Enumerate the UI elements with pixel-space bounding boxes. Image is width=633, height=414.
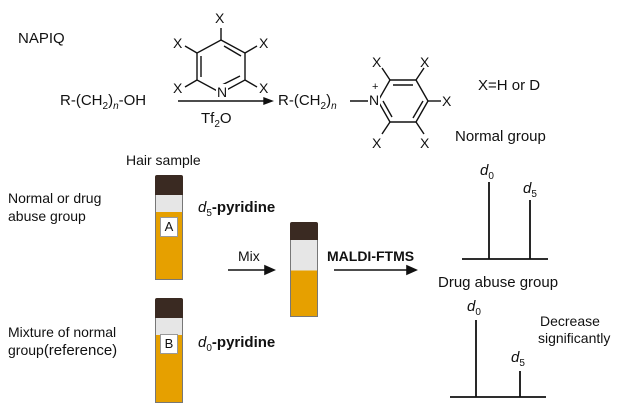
reagent-label: Tf2O: [201, 110, 232, 130]
vial-a-label: A: [160, 217, 178, 237]
ring-nitrogen: N: [216, 84, 229, 100]
substituent-x: X: [420, 54, 430, 70]
pyridinium-ring-product: [377, 67, 441, 135]
vial-cap: [290, 222, 318, 240]
normal-or-drug-label-2: abuse group: [8, 208, 86, 224]
substituent-x: X: [420, 135, 430, 151]
drug-d5-label: d5: [511, 349, 525, 369]
mixture-label-1: Mixture of normal: [8, 324, 117, 340]
substituent-x: X: [173, 35, 183, 51]
drug-abuse-group-label: Drug abuse group: [438, 274, 559, 291]
mixture-label-2: group(reference): [8, 342, 118, 359]
reactant-formula: R-(CH2)n-OH: [60, 92, 147, 112]
substituent-x: X: [442, 93, 452, 109]
x-note: X=H or D: [478, 77, 541, 94]
d5-pyridine-label: d5-pyridine: [198, 199, 276, 219]
mix-arrow: [228, 264, 276, 276]
substituent-x: X: [173, 80, 183, 96]
substituent-x: X: [259, 80, 269, 96]
drug-spectrum: [450, 320, 546, 398]
vial-mixed: [290, 222, 318, 318]
substituent-x: X: [215, 10, 225, 26]
mix-label: Mix: [238, 248, 260, 264]
cation-charge: +: [372, 81, 379, 93]
normal-d5-label: d5: [523, 180, 537, 200]
substituent-x: X: [372, 135, 382, 151]
vial-body: [155, 318, 183, 403]
maldi-ftms-label: MALDI-FTMS: [327, 248, 415, 264]
vial-body: [290, 240, 318, 317]
hair-sample-label: Hair sample: [126, 152, 201, 168]
substituent-x: X: [259, 35, 269, 51]
page-title: NAPIQ: [18, 30, 65, 47]
d0-pyridine-label: d0-pyridine: [198, 334, 276, 354]
vial-b-label: B: [160, 334, 178, 354]
vial-a: A: [155, 175, 183, 281]
decrease-label-2: significantly: [538, 330, 611, 346]
normal-group-label: Normal group: [455, 128, 546, 145]
vial-b: B: [155, 298, 183, 404]
normal-d0-label: d0: [480, 162, 494, 182]
pyridinium-nitrogen: N: [368, 92, 381, 108]
maldi-arrow: [334, 264, 418, 276]
reaction-arrow: [178, 96, 274, 106]
vial-cap: [155, 298, 183, 318]
normal-spectrum: [462, 182, 548, 260]
drug-d0-label: d0: [467, 298, 481, 318]
decrease-label-1: Decrease: [540, 313, 600, 329]
substituent-x: X: [372, 54, 382, 70]
vial-body: [155, 195, 183, 280]
product-formula: R-(CH2)n: [278, 92, 337, 112]
vial-cap: [155, 175, 183, 195]
normal-or-drug-label-1: Normal or drug: [8, 190, 102, 206]
